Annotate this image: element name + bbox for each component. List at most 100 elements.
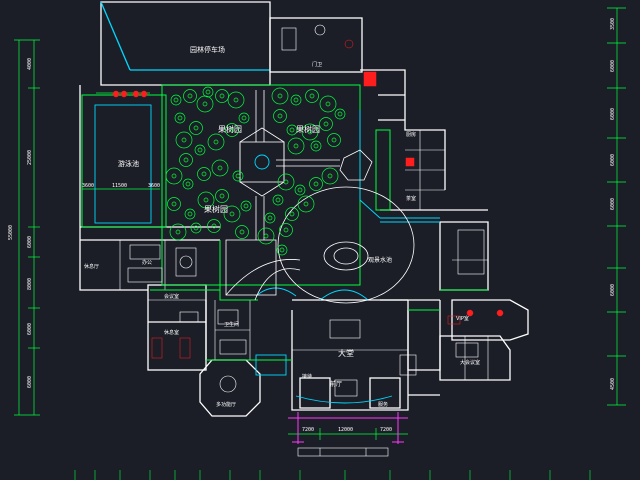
label-kitchen: 厨房	[406, 131, 416, 138]
tree	[272, 194, 284, 206]
tree	[165, 167, 183, 185]
tree	[175, 131, 193, 149]
label-bath: 卫生间	[224, 321, 239, 328]
dim-left-4: 8000	[27, 278, 33, 290]
label-top-room: 园林停车场	[190, 45, 225, 54]
tree	[238, 112, 250, 124]
tree	[287, 137, 305, 155]
tree	[183, 89, 197, 103]
tree	[290, 94, 302, 106]
tree	[319, 95, 337, 113]
entrance-steps	[297, 447, 389, 457]
tree	[207, 133, 225, 151]
tree-core	[219, 93, 225, 99]
dimension-labels: 55000 4000 25000 6000 8000 6000 6000 350…	[8, 18, 616, 433]
label-left-lower: 多功能厅	[216, 401, 236, 408]
entrance-marks	[288, 412, 408, 444]
tree	[286, 124, 298, 136]
label-orchard-1: 果树园	[218, 124, 242, 134]
label-lobby: 大堂	[338, 348, 354, 358]
tree-core	[277, 113, 283, 119]
tree	[257, 227, 275, 245]
tree-core	[307, 129, 313, 135]
dim-pool-2: 3600	[148, 183, 160, 189]
dim-left-3: 6000	[27, 236, 33, 248]
tree-core	[279, 247, 285, 253]
tree	[297, 195, 315, 213]
dim-bottom-2: 12000	[338, 427, 353, 433]
tree-core	[185, 181, 191, 187]
label-right-hall: 大会议室	[460, 359, 480, 366]
tree	[232, 170, 244, 182]
label-meeting-left: 会议室	[164, 293, 179, 300]
tree-core	[173, 97, 179, 103]
tree-core	[171, 201, 177, 207]
tree-core	[217, 165, 223, 171]
tree-core	[289, 127, 295, 133]
dim-right-7: 4500	[610, 378, 616, 390]
tree-core	[213, 139, 219, 145]
dim-bottom-3: 7200	[380, 427, 392, 433]
label-orchard-3: 果树园	[204, 204, 228, 214]
dim-right-5: 6000	[610, 198, 616, 210]
tree-core	[201, 171, 207, 177]
tree-core	[313, 181, 319, 187]
tree	[240, 200, 252, 212]
label-pool: 游泳池	[118, 159, 139, 168]
tree-core	[235, 173, 241, 179]
tree	[285, 207, 299, 221]
tree	[215, 189, 229, 203]
dim-pool-1: 3600	[82, 183, 94, 189]
tree-core	[175, 229, 181, 235]
tree	[179, 153, 193, 167]
bottom-ticks	[74, 470, 591, 480]
tree-core	[203, 197, 209, 203]
tree-core	[239, 229, 245, 235]
tree-core	[313, 143, 319, 149]
tree-core	[197, 147, 203, 153]
site-boundary	[81, 84, 488, 361]
dim-left-1: 4000	[27, 58, 33, 70]
tree	[184, 208, 196, 220]
tree-core	[229, 211, 235, 217]
tree-core	[289, 211, 295, 217]
label-lounge: 休息厅	[84, 263, 99, 270]
tree-core	[275, 197, 281, 203]
tree-core	[205, 89, 211, 95]
tree-core	[337, 111, 343, 117]
tree-core	[331, 137, 337, 143]
tree-core	[171, 173, 177, 179]
dim-right-4: 6000	[610, 154, 616, 166]
room-labels: 园林停车场 门卫 果树园 果树园 果树园 游泳池 观景水池 休息厅 办公 会议室…	[84, 45, 480, 408]
dim-left-5: 6000	[27, 323, 33, 335]
tree-core	[303, 201, 309, 207]
dim-right-3: 6000	[610, 108, 616, 120]
label-service: 服务	[378, 401, 388, 408]
label-lake: 观景水池	[368, 256, 392, 264]
tree-core	[243, 203, 249, 209]
tree	[227, 91, 245, 109]
tree	[215, 89, 229, 103]
tree	[277, 173, 295, 191]
tree	[319, 117, 333, 131]
label-orchard-2: 果树园	[296, 124, 320, 134]
dimension-lines	[14, 7, 626, 440]
tree-core	[193, 125, 199, 131]
tree	[276, 244, 288, 256]
interior-walls	[119, 130, 489, 380]
water-and-paths	[94, 104, 440, 404]
tree	[207, 219, 221, 233]
tree-core	[183, 157, 189, 163]
tree-core	[297, 187, 303, 193]
label-top-right-room: 门卫	[312, 61, 322, 68]
tree-core	[229, 127, 235, 133]
label-right-room: VIP室	[456, 315, 469, 322]
trees	[165, 86, 346, 256]
tree	[190, 222, 202, 234]
tree	[271, 87, 289, 105]
label-office: 办公	[142, 259, 152, 266]
tree	[194, 144, 206, 156]
tree-core	[233, 97, 239, 103]
tree	[197, 167, 211, 181]
